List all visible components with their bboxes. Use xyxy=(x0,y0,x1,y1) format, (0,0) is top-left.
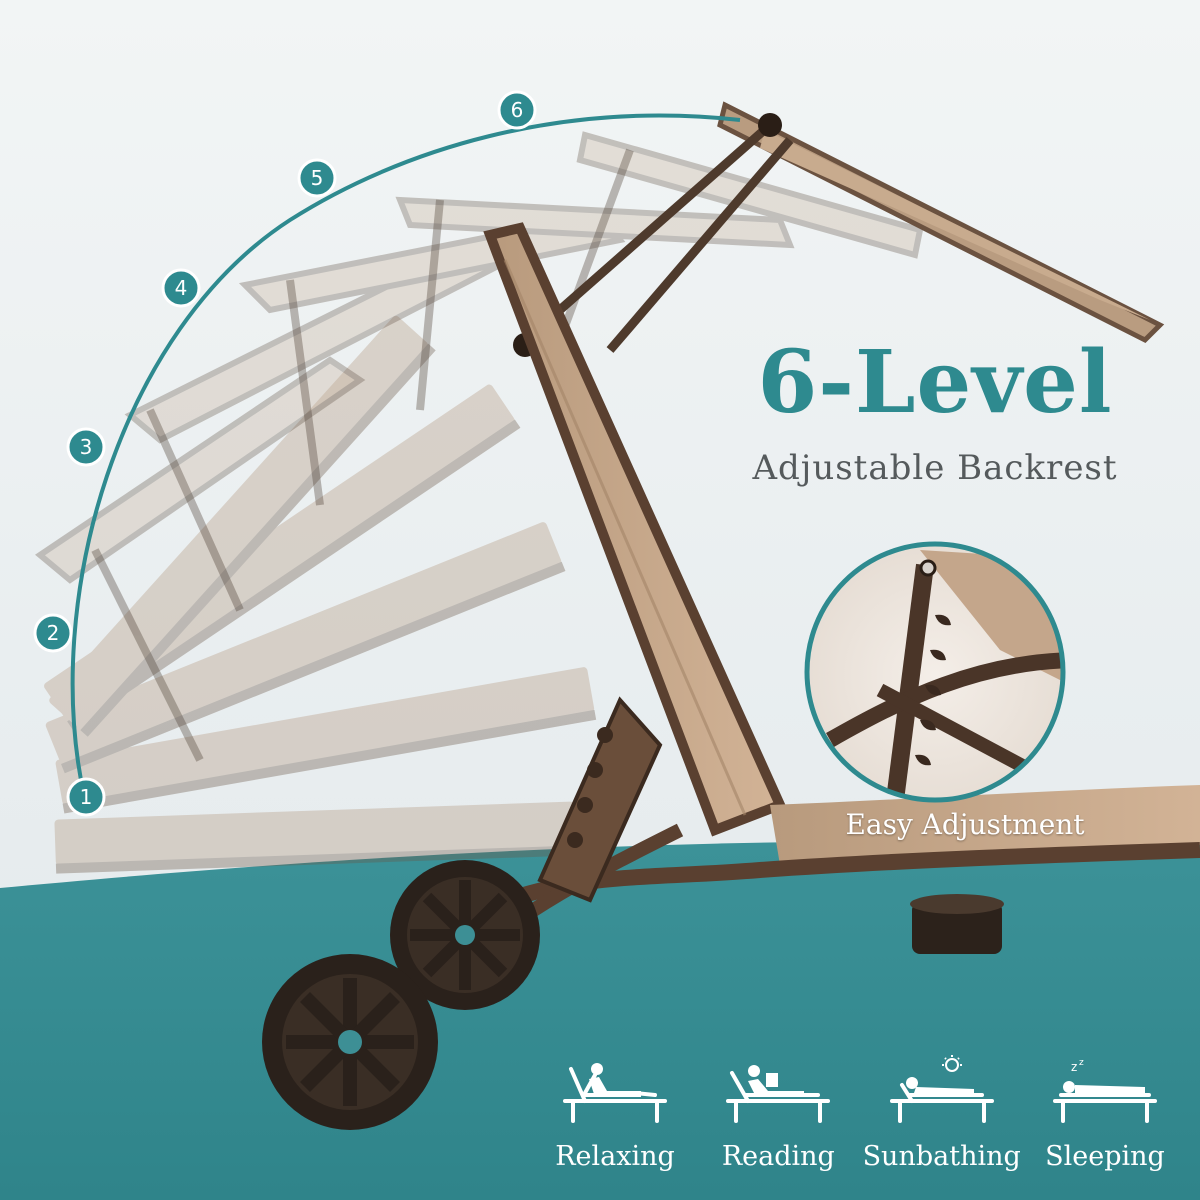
headline: 6-Level Adjustable Backrest xyxy=(700,332,1170,489)
rear-wheel xyxy=(390,860,540,1010)
svg-text:z: z xyxy=(1079,1058,1084,1068)
level-arc xyxy=(70,113,741,801)
level-marker-1: 1 xyxy=(66,777,106,817)
adjustment-detail-inset xyxy=(804,541,1066,803)
level-marker-2: 2 xyxy=(33,613,73,653)
ghost-backrests xyxy=(44,315,597,874)
level-number: 4 xyxy=(175,276,188,300)
level-marker-4: 4 xyxy=(161,268,201,308)
inset-label: Easy Adjustment xyxy=(845,808,1085,841)
mode-label: Relaxing xyxy=(555,1141,675,1172)
level-number: 6 xyxy=(511,98,524,122)
mode-label: Sunbathing xyxy=(862,1141,1021,1172)
mode-reading: Reading xyxy=(703,1055,853,1195)
svg-text:z: z xyxy=(1071,1060,1077,1074)
headline-title: 6-Level xyxy=(757,332,1113,433)
level-number: 2 xyxy=(47,621,60,645)
ghost-struts xyxy=(91,148,634,762)
mode-label: Sleeping xyxy=(1045,1141,1165,1172)
ghost-canopies xyxy=(35,131,924,584)
sleeping-icon: z z xyxy=(1052,1058,1157,1123)
mode-sleeping: z z Sleeping xyxy=(1030,1055,1180,1195)
headline-subtitle: Adjustable Backrest xyxy=(752,448,1118,488)
level-number: 1 xyxy=(80,785,93,809)
mode-sunbathing: Sunbathing xyxy=(863,1055,1021,1195)
mode-relaxing: Relaxing xyxy=(540,1055,690,1195)
mode-label: Reading xyxy=(721,1141,835,1172)
level-marker-6: 6 xyxy=(497,90,537,130)
sunbathing-icon xyxy=(889,1055,994,1123)
level-marker-3: 3 xyxy=(66,427,106,467)
level-number: 3 xyxy=(80,435,93,459)
relaxing-icon xyxy=(563,1063,667,1123)
reading-icon xyxy=(726,1065,831,1123)
level-markers: 1 2 3 4 5 6 xyxy=(33,90,537,817)
level-number: 5 xyxy=(311,166,324,190)
chair-frame xyxy=(435,696,1200,986)
level-marker-5: 5 xyxy=(297,158,337,198)
front-wheel xyxy=(262,954,438,1130)
usage-modes: Relaxing Reading xyxy=(540,1055,1180,1195)
